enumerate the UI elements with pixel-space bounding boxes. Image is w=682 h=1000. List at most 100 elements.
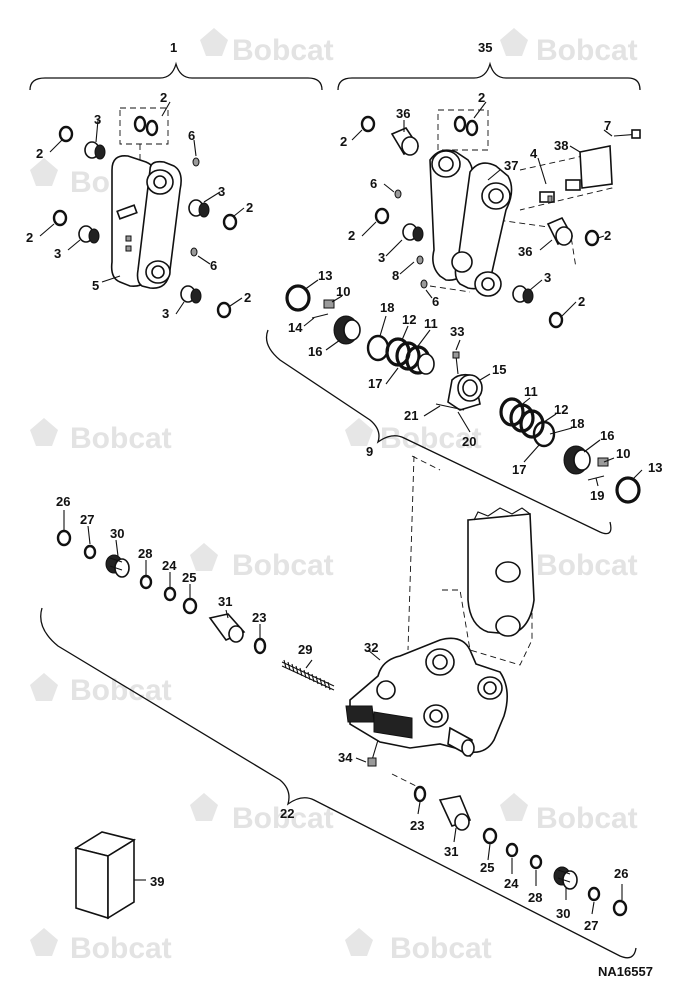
- set-screw: [455, 355, 459, 375]
- callout-25: 25: [480, 860, 494, 875]
- callout-33: 33: [450, 324, 464, 339]
- watermark-text-12: Bobcat: [390, 932, 492, 965]
- pin-assembly-group-9: [285, 279, 643, 504]
- callout-2: 2: [36, 146, 43, 161]
- callout-17: 17: [368, 376, 382, 391]
- callout-3: 3: [162, 306, 169, 321]
- pin-31-right: [438, 795, 472, 831]
- callout-6: 6: [432, 294, 439, 309]
- grease-fitting: [416, 255, 424, 265]
- callout-12: 12: [402, 312, 416, 327]
- bobcat-logo-watermark-12: Bobcat: [345, 928, 492, 965]
- callout-26: 26: [614, 866, 628, 881]
- callout-15: 15: [492, 362, 506, 377]
- callout-3: 3: [378, 250, 385, 265]
- callout-17: 17: [512, 462, 526, 477]
- callout-36: 36: [396, 106, 410, 121]
- callout-4: 4: [530, 146, 538, 161]
- pin-31: [208, 613, 246, 643]
- callout-12: 12: [554, 402, 568, 417]
- callout-38: 38: [554, 138, 568, 153]
- callout-3: 3: [94, 112, 101, 127]
- bobcat-logo-watermark-6: Bobcat: [190, 543, 334, 582]
- callout-37: 37: [504, 158, 518, 173]
- callout-labels: 1 35 2 2 3 6 3 2 2 3 5 6 3 2 2 2 36 37 3…: [26, 40, 662, 933]
- callout-2: 2: [478, 90, 485, 105]
- watermark-text-4: Bobcat: [70, 422, 172, 455]
- bobcat-logo-watermark-11: Bobcat: [30, 928, 172, 965]
- callout-26: 26: [56, 494, 70, 509]
- callout-25: 25: [182, 570, 196, 585]
- callout-22: 22: [280, 806, 294, 821]
- lock-pin: [311, 313, 329, 319]
- callout-2: 2: [160, 90, 167, 105]
- callout-24: 24: [162, 558, 177, 573]
- callout-7: 7: [604, 118, 611, 133]
- callout-6: 6: [370, 176, 377, 191]
- threaded-bushing-right: [553, 866, 578, 890]
- callout-1: 1: [170, 40, 177, 55]
- brace-group-22: [40, 607, 637, 959]
- link-dash-box-2: [437, 109, 489, 151]
- bobcat-logo-watermark-5: Bobcat: [345, 418, 482, 455]
- coupler-assembly: [281, 455, 535, 787]
- drawing-number: NA16557: [598, 964, 653, 979]
- callout-31: 31: [444, 844, 458, 859]
- callout-28: 28: [528, 890, 542, 905]
- watermark-text-6: Bobcat: [232, 549, 334, 582]
- watermark-text-5: Bobcat: [380, 422, 482, 455]
- grease-fitting: [420, 279, 428, 289]
- snap-ring: [56, 529, 72, 547]
- callout-6: 6: [210, 258, 217, 273]
- bearing-sleeve: [512, 285, 534, 304]
- callout-35: 35: [478, 40, 492, 55]
- callout-2: 2: [578, 294, 585, 309]
- callout-19: 19: [590, 488, 604, 503]
- watermark-text-9: Bobcat: [232, 802, 334, 835]
- callout-2: 2: [604, 228, 611, 243]
- callout-13: 13: [318, 268, 332, 283]
- callout-29: 29: [298, 642, 312, 657]
- callout-16: 16: [600, 428, 614, 443]
- watermark-text-2: Bobcat: [536, 34, 638, 67]
- link-assembly-group-35: [351, 101, 641, 329]
- compression-spring: [281, 659, 335, 691]
- retaining-ring: [285, 284, 311, 312]
- bobcat-logo-watermark-1: Bobcat: [200, 28, 334, 67]
- callout-3: 3: [54, 246, 61, 261]
- bobcat-logo-watermark-10: Bobcat: [500, 793, 638, 835]
- callout-9: 9: [366, 444, 373, 459]
- bobcat-logo-watermark-4: Bobcat: [30, 418, 172, 455]
- callout-20: 20: [462, 434, 476, 449]
- callout-39: 39: [150, 874, 164, 889]
- callout-10: 10: [616, 446, 630, 461]
- pin-stack-left: [56, 510, 267, 655]
- watermark-text-1: Bobcat: [232, 34, 334, 67]
- callout-3: 3: [218, 184, 225, 199]
- callout-2: 2: [26, 230, 33, 245]
- sensor-block: [539, 179, 581, 203]
- callout-28: 28: [138, 546, 152, 561]
- bolt-34: [371, 739, 379, 761]
- link-dash-box: [119, 107, 169, 145]
- callout-30: 30: [556, 906, 570, 921]
- bobcat-logo-watermark-9: Bobcat: [190, 793, 334, 835]
- callout-18: 18: [380, 300, 394, 315]
- callout-2: 2: [348, 228, 355, 243]
- bobcat-logo-watermark-2: Bobcat: [500, 28, 638, 67]
- collar-disc: [333, 315, 361, 345]
- bearing-sleeve: [402, 223, 424, 242]
- callout-34: 34: [338, 750, 353, 765]
- callout-11: 11: [424, 316, 438, 331]
- watermark-text-7: Bobcat: [536, 549, 638, 582]
- lock-block: [323, 299, 335, 309]
- bushing-sleeve: [546, 216, 574, 246]
- callout-13: 13: [648, 460, 662, 475]
- o-ring: [366, 334, 390, 362]
- callout-27: 27: [80, 512, 94, 527]
- callout-10: 10: [336, 284, 350, 299]
- callout-14: 14: [288, 320, 303, 335]
- brace-group-1: [29, 61, 323, 91]
- callout-27: 27: [584, 918, 598, 933]
